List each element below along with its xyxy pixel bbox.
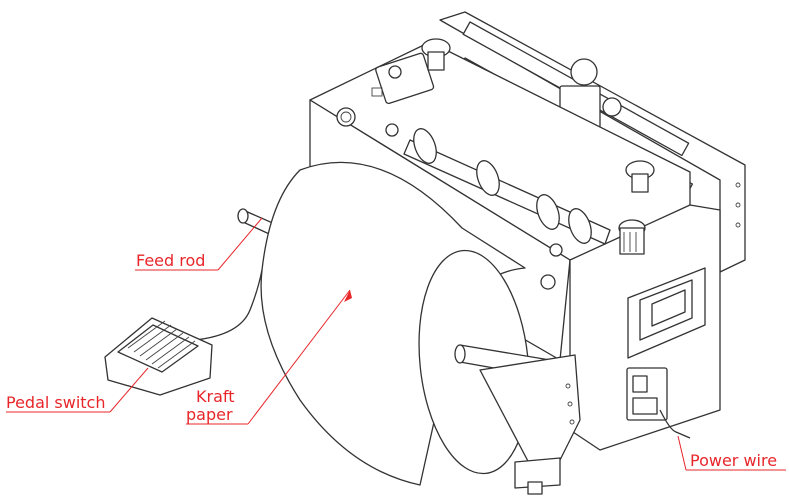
- label-kraft-paper-line1: Kraft: [196, 387, 235, 406]
- side-handle: [627, 267, 706, 359]
- label-feed-rod: Feed rod: [136, 251, 205, 270]
- power-cable: [659, 409, 691, 439]
- label-kraft-paper-line2: paper: [186, 405, 233, 424]
- pedal-switch: [104, 317, 213, 396]
- kraft-paper-roll: [260, 161, 551, 486]
- arrow-kraft: [344, 290, 352, 302]
- leader-lines: [6, 217, 786, 471]
- feed-rollers: [385, 123, 611, 290]
- label-pedal-switch: Pedal switch: [6, 393, 106, 412]
- power-socket: [626, 367, 668, 421]
- tension-knobs: [421, 38, 655, 255]
- pedal-cable: [194, 269, 263, 341]
- roll-bracket: [479, 354, 581, 495]
- label-power-wire: Power wire: [690, 451, 777, 470]
